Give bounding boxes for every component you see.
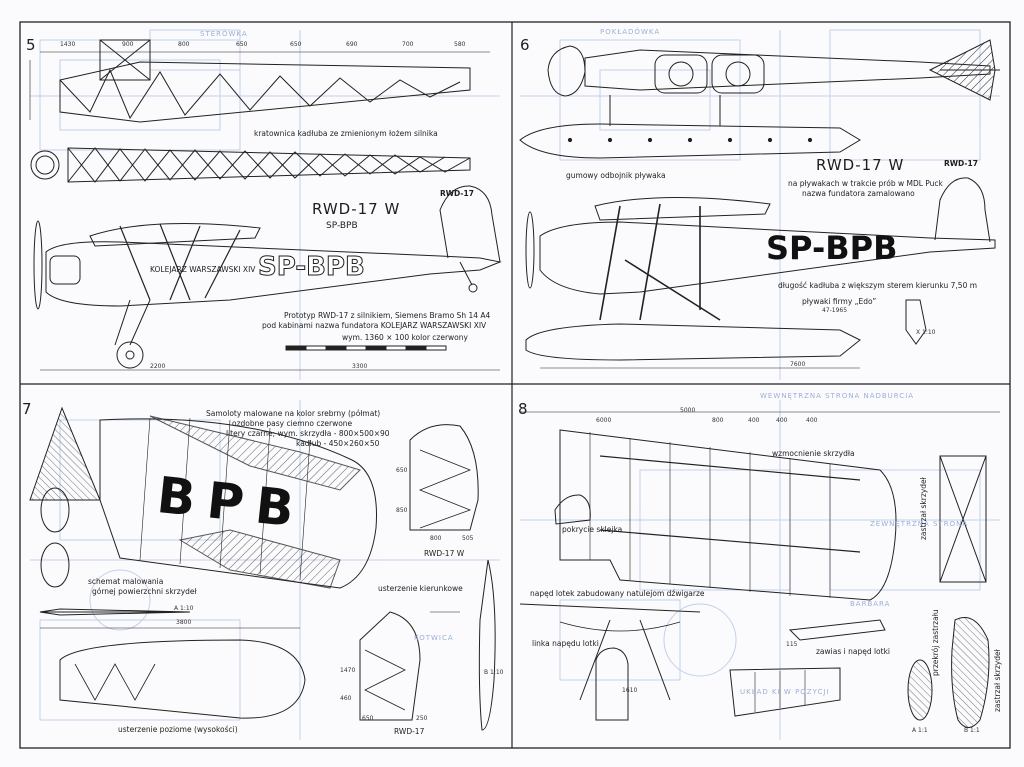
p5-dim-6: 690	[346, 41, 358, 48]
p7-dim-t2: 800	[430, 535, 442, 542]
p7-dim-span: 3800	[176, 619, 192, 626]
p8-dim-1: 6000	[596, 417, 612, 424]
p7-dim-r3: 1470	[340, 667, 356, 674]
p7-wing-reg: BPB	[154, 466, 309, 540]
p5-desc-3: wym. 1360 × 100 kolor czerwony	[342, 333, 468, 342]
p8-dim-4: 400	[776, 417, 788, 424]
p8-label-cable: linka napędu lotki	[532, 639, 599, 648]
p8-dim-5: 400	[806, 417, 818, 424]
panel-8-drawings	[519, 411, 1000, 728]
p7-paint-3: litery czarne; wym. skrzydła - 800×500×9…	[226, 429, 390, 438]
bg-text-5: BARBARA	[850, 600, 891, 608]
p7-paint-2: ozdobne pasy ciemno czerwone	[232, 419, 353, 428]
p7-dim-t3: 850	[396, 507, 408, 514]
p8-label-strut: zastrzał skrzydeł	[919, 477, 928, 540]
p7-dim-r4: 460	[340, 695, 352, 702]
p5-dim-8: 580	[454, 41, 466, 48]
p5-dim-b1: 2200	[150, 363, 166, 370]
p5-dim-3: 800	[178, 41, 190, 48]
p6-caption-float: gumowy odbojnik pływaka	[566, 171, 666, 180]
p5-desc-2: pod kabinami nazwa fundatora KOLEJARZ WA…	[262, 321, 487, 330]
bg-text-1: STERÓWKA	[200, 30, 248, 38]
panel-7-number: 7	[22, 400, 32, 418]
p6-desc-5: 47-1965	[822, 307, 848, 314]
p8-label-aileron: napęd lotek zabudowany natulejom dźwigar…	[530, 589, 705, 598]
bg-text-7: ZEWNĘTRZNA STRONA	[870, 520, 969, 528]
p5-fuselage-name: KOLEJARZ WARSZAWSKI XIV	[150, 265, 256, 274]
p5-title: RWD-17 W	[312, 200, 401, 218]
panel-5-drawings	[29, 39, 502, 371]
p6-reg-large: SP-BPB	[766, 229, 898, 267]
p5-dim-4: 650	[236, 41, 248, 48]
p7-label-rudder2: RWD-17	[394, 727, 425, 736]
bg-text-6: KOTWICA	[414, 634, 454, 642]
panel-7-drawings	[29, 406, 496, 731]
panel-5-number: 5	[26, 36, 36, 54]
p7-dim-r1: 650	[362, 715, 374, 722]
p8-label-cover: pokrycie sklejka	[562, 525, 623, 534]
sheet-frame	[19, 21, 1011, 749]
p5-caption-fuselage: kratownica kadłuba ze zmienionym łożem s…	[254, 129, 438, 138]
p5-dim-2: 900	[122, 41, 134, 48]
p7-dim-t4: 505	[462, 535, 474, 542]
p8-label-profile: przekrój zastrzału	[931, 609, 940, 676]
p7-dim-r2: 250	[416, 715, 428, 722]
p7-section-a: A 1:10	[174, 605, 194, 612]
p7-label-rudder: usterzenie kierunkowe	[378, 584, 463, 593]
p6-dim-bottom: 7600	[790, 361, 806, 368]
p8-dim-x: 1610	[622, 687, 638, 694]
panel-6-number: 6	[520, 36, 530, 54]
p7-section-b: B 1:10	[484, 669, 504, 676]
p7-paint-1: Samoloty malowane na kolor srebrny (półm…	[206, 409, 381, 418]
p5-subtitle: SP-BPB	[326, 221, 358, 231]
p6-desc-2: nazwa fundatora zamalowano	[802, 189, 915, 198]
p7-caption-scheme-2: górnej powierzchni skrzydeł	[92, 587, 197, 596]
bg-text-4: UKŁAD KI W POZYCJI	[740, 688, 830, 696]
p8-label-hinge: zawias i napęd lotki	[816, 647, 891, 656]
p5-dim-5: 650	[290, 41, 302, 48]
bg-text-2: POKŁADÓWKA	[600, 28, 661, 36]
p7-label-stab: usterzenie poziome (wysokości)	[118, 725, 238, 734]
p6-desc-1: na pływakach w trakcie prób w MDL Puck	[788, 179, 943, 188]
p5-desc-1: Prototyp RWD-17 z silnikiem, Siemens Bra…	[284, 311, 491, 320]
p8-dim-2: 800	[712, 417, 724, 424]
p6-tail-tag: RWD-17	[944, 159, 978, 168]
p5-dim-b2: 3300	[352, 363, 368, 370]
p6-desc-3: długość kadłuba z większym sterem kierun…	[778, 281, 978, 290]
p8-label-spars: wzmocnienie skrzydła	[772, 449, 855, 458]
p5-dim-1: 1430	[60, 41, 76, 48]
panel-8-number: 8	[518, 400, 528, 418]
p8-dim-3: 400	[748, 417, 760, 424]
p7-label-tail: RWD-17 W	[424, 549, 465, 558]
bg-text-3: WEWNĘTRZNA STRONA NADBURCIA	[760, 392, 915, 400]
p8-dim-6: 5000	[680, 407, 696, 414]
p5-reg-large: SP-BPB	[258, 252, 366, 282]
p8-section-b: B 1:1	[964, 727, 980, 734]
p8-label-strut2: zastrzał skrzydeł	[993, 649, 1002, 712]
p7-caption-scheme-1: schemat malowania	[88, 577, 164, 586]
p5-dim-7: 700	[402, 41, 414, 48]
p7-paint-4: kadłub - 450×260×50	[296, 439, 380, 448]
p6-desc-4: pływaki firmy „Edo”	[802, 297, 877, 306]
p8-section-a: A 1:1	[912, 727, 928, 734]
p7-dim-t1: 650	[396, 467, 408, 474]
p8-dim-115: 115	[786, 641, 798, 648]
p5-tail-tag: RWD-17	[440, 189, 474, 198]
p6-title: RWD-17 W	[816, 156, 905, 174]
panel-6-drawings	[519, 39, 1000, 369]
p6-section: X 1:10	[916, 329, 936, 336]
